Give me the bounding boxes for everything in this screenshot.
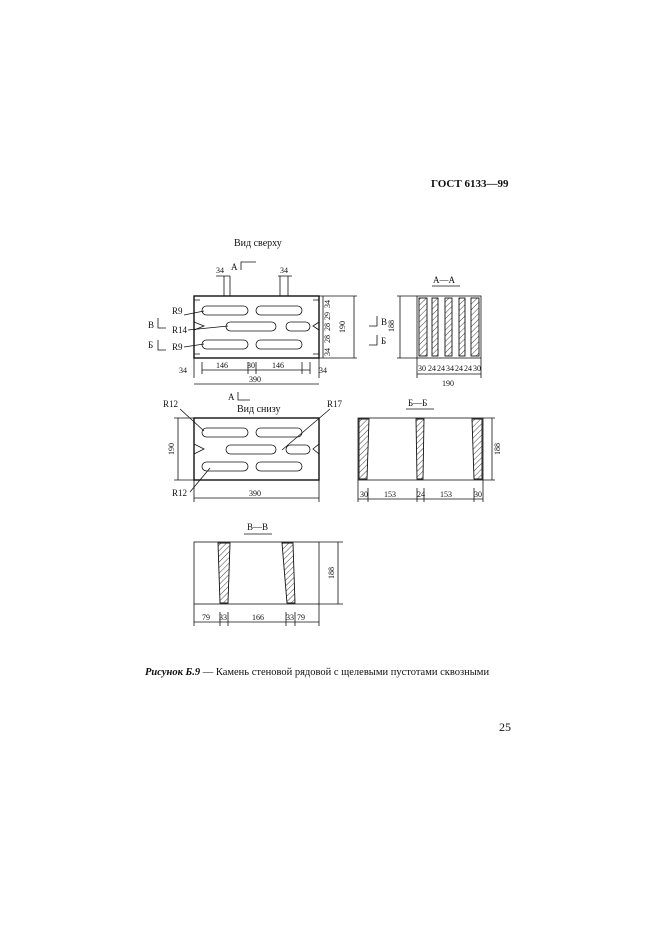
dim-28-v: 28 (323, 323, 332, 331)
radius-r17: R17 (327, 399, 343, 409)
dim-28-v2: 28 (323, 335, 332, 343)
radius-r12-top: R12 (163, 399, 178, 409)
radius-r12-bottom: R12 (172, 488, 187, 498)
dim-aa-24b: 24 (437, 364, 445, 373)
section-a-a: А—А 188 30 24 24 34 24 24 30 190 (387, 275, 482, 388)
bottom-view: Вид снизу R12 R17 R12 190 390 (163, 399, 343, 502)
dim-bb-153b: 153 (440, 490, 452, 499)
slot (285, 321, 311, 332)
figure-caption: Рисунок Б.9 — Камень стеновой рядовой с … (145, 667, 489, 678)
dim-190-top: 190 (338, 321, 347, 333)
block-outline-bottom (193, 417, 320, 481)
section-vv-title: В—В (247, 522, 268, 532)
standard-header: ГОСТ 6133—99 (431, 178, 509, 190)
dim-aa-24c: 24 (455, 364, 463, 373)
section-b-label-right: Б (381, 336, 386, 346)
dim-aa-34: 34 (446, 364, 454, 373)
dim-146-left: 146 (216, 361, 228, 370)
dim-146-right: 146 (272, 361, 284, 370)
dim-34-left: 34 (216, 266, 224, 275)
slot (201, 339, 249, 350)
section-v-label-right: В (381, 317, 387, 327)
dim-aa-30b: 30 (473, 364, 481, 373)
dim-188-vv: 188 (327, 567, 336, 579)
top-view-title: Вид сверху (234, 238, 282, 249)
dim-bb-30b: 30 (474, 490, 482, 499)
dim-34-bl: 34 (179, 366, 187, 375)
dim-vv-33a: 33 (219, 613, 227, 622)
radius-r9-bottom: R9 (172, 342, 183, 352)
dim-vv-79a: 79 (202, 613, 210, 622)
section-vv-outline (193, 541, 320, 605)
figure-label: Рисунок Б.9 (145, 667, 201, 678)
section-b-b: Б—Б 188 30 153 24 153 30 (357, 398, 502, 502)
section-a-label-bottom: А (228, 392, 235, 402)
dim-34-v2: 34 (323, 348, 332, 356)
slot (255, 339, 303, 350)
dim-34-right: 34 (280, 266, 288, 275)
top-view: Вид сверху А 34 34 R9 R14 R9 В Б (148, 238, 387, 402)
radius-r14: R14 (172, 325, 188, 335)
section-a-label-top: А (231, 262, 238, 272)
dim-34-br: 34 (319, 366, 327, 375)
figure-text: — Камень стеновой рядовой с щелевыми пус… (200, 667, 490, 678)
dim-34-v: 34 (323, 300, 332, 308)
dim-190-bottom: 190 (167, 443, 176, 455)
page-number: 25 (499, 720, 511, 734)
slot (201, 305, 249, 316)
section-aa-title: А—А (433, 275, 455, 285)
dim-bb-153a: 153 (384, 490, 396, 499)
dim-188-bb: 188 (493, 443, 502, 455)
dim-aa-30: 30 (418, 364, 426, 373)
dim-vv-166: 166 (252, 613, 264, 622)
dim-390-bottom: 390 (249, 489, 261, 498)
block-outline-top (193, 295, 320, 359)
bottom-view-title: Вид снизу (237, 404, 281, 415)
dim-30: 30 (247, 361, 255, 370)
section-aa-outline (416, 295, 482, 359)
slot (255, 305, 303, 316)
section-v-v: В—В 188 79 33 166 33 79 (193, 522, 343, 626)
section-v-label-left: В (148, 320, 154, 330)
dim-bb-24: 24 (417, 490, 425, 499)
dim-aa-24d: 24 (464, 364, 472, 373)
dim-390-top: 390 (249, 375, 261, 384)
dim-aa-190: 190 (442, 379, 454, 388)
dim-bb-30: 30 (360, 490, 368, 499)
section-b-label-left: Б (148, 340, 153, 350)
dim-29-v: 29 (323, 312, 332, 320)
dim-vv-33b: 33 (286, 613, 294, 622)
section-bb-title: Б—Б (408, 398, 427, 408)
section-bb-outline (357, 417, 484, 481)
radius-r9-top: R9 (172, 306, 183, 316)
slot (225, 321, 277, 332)
dim-188-aa: 188 (387, 320, 396, 332)
dim-aa-24a: 24 (428, 364, 436, 373)
dim-vv-79b: 79 (297, 613, 305, 622)
